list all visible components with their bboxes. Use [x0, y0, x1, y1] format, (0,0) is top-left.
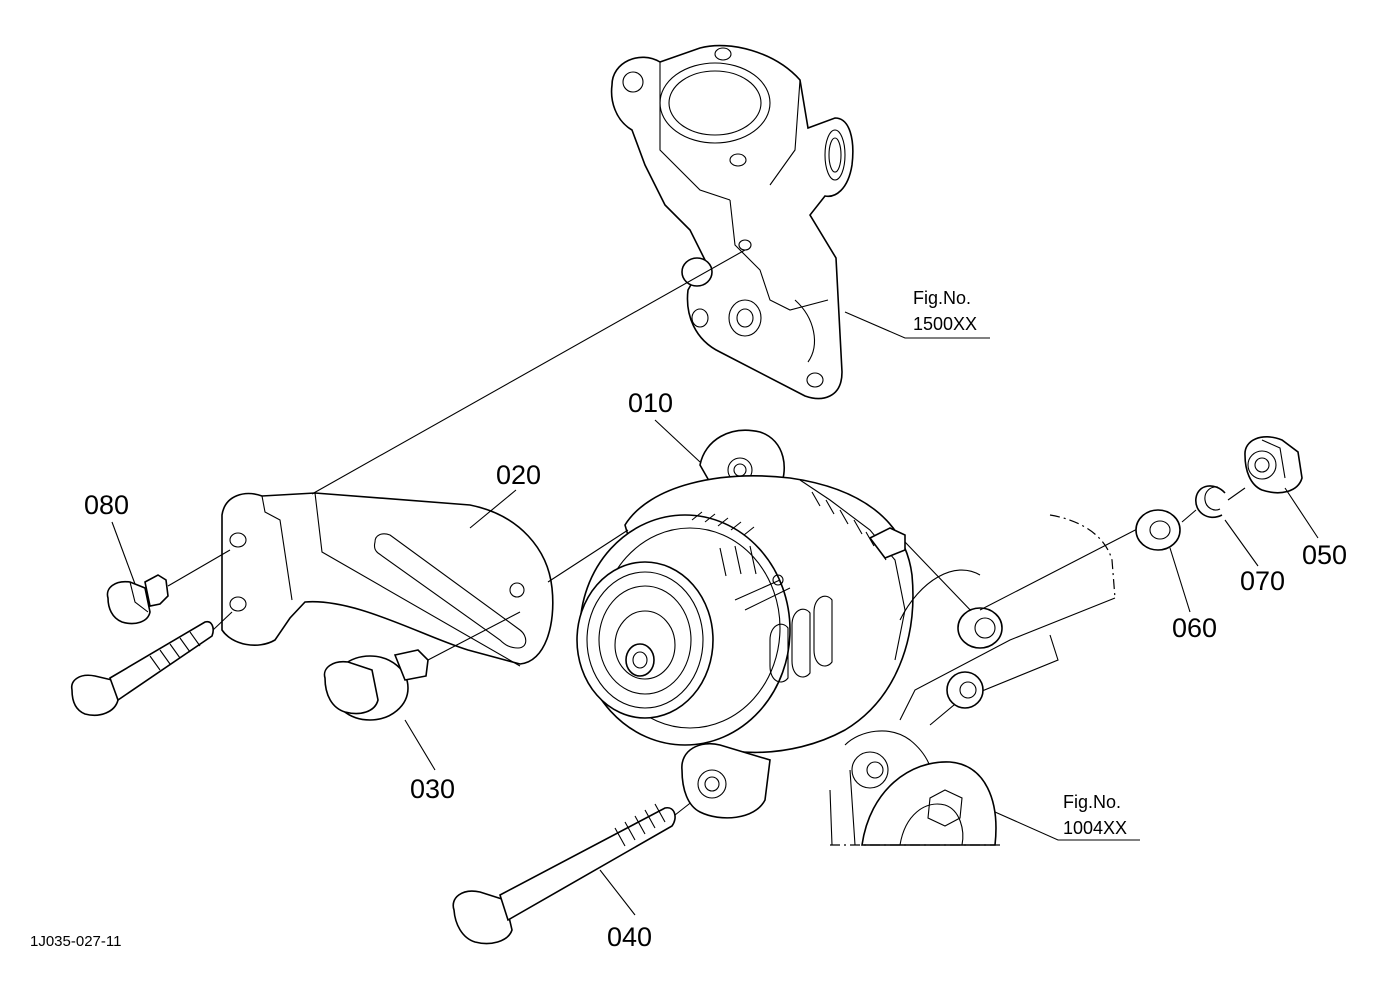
hex-nut-050: [1244, 436, 1303, 494]
alignment-line: [311, 249, 746, 495]
callout-020: 020: [496, 460, 541, 490]
leader-020: [469, 489, 517, 529]
leader-fig-1004: [994, 811, 1140, 841]
spring-washer-070: [1181, 485, 1246, 523]
bolt-030: [323, 611, 521, 721]
engine-block-partial: [829, 514, 1146, 846]
leader-lines: [111, 311, 1319, 916]
leader-080: [111, 521, 136, 585]
alternator: [547, 429, 976, 819]
alternator-bracket: [221, 492, 554, 667]
leader-060: [1169, 547, 1191, 613]
leader-050: [1284, 487, 1319, 539]
callout-080: 080: [84, 490, 129, 520]
fig-ref-1500-number: 1500XX: [913, 314, 977, 334]
leader-070: [1224, 519, 1259, 567]
bolt-080: [106, 549, 231, 625]
callout-labels: 010 020 030 040 050 060 070 080: [84, 388, 1347, 952]
fig-ref-1004-label: Fig.No.: [1063, 792, 1121, 812]
alternator-vents: [691, 511, 757, 577]
callout-050: 050: [1302, 540, 1347, 570]
fig-ref-1004-number: 1004XX: [1063, 818, 1127, 838]
leader-010: [654, 419, 701, 463]
bracket-bolt-long: [71, 611, 233, 716]
callout-060: 060: [1172, 613, 1217, 643]
fig-ref-1500-label: Fig.No.: [913, 288, 971, 308]
callout-010: 010: [628, 388, 673, 418]
alternator-side-slots: [769, 595, 833, 683]
flat-washer-060: [1135, 509, 1181, 551]
drawing-code: 1J035-027-11: [30, 933, 121, 950]
figure-references: Fig.No. 1500XX Fig.No. 1004XX: [913, 288, 1127, 838]
bolt-040: [452, 785, 713, 945]
leader-fig-1500: [844, 311, 990, 339]
callout-030: 030: [410, 774, 455, 804]
leader-030: [404, 719, 436, 771]
leader-040: [599, 869, 636, 916]
callout-070: 070: [1240, 566, 1285, 596]
callout-040: 040: [607, 922, 652, 952]
water-flange-housing: [610, 44, 854, 400]
